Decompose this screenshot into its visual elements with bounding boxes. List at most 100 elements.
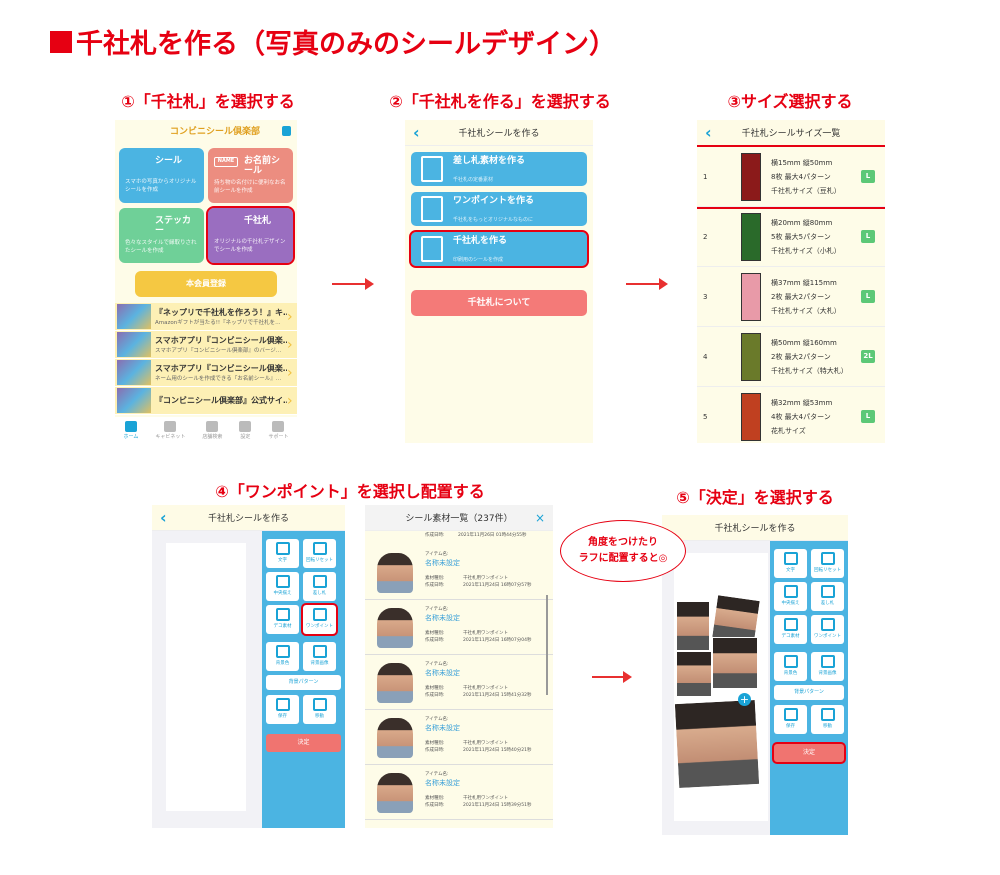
tab-support[interactable]: サポート (268, 420, 288, 440)
center-align-icon (275, 575, 290, 588)
tile-senjafuda[interactable]: 千社札オリジナルの千社札デザインでシールを作成 (206, 206, 295, 265)
tool-shapes-icon-button[interactable]: ワンポイント (811, 615, 844, 644)
paper-size-badge: L (861, 290, 875, 303)
header: 千社札シールを作る (662, 515, 848, 541)
photo-sticker (674, 698, 761, 790)
bg-pattern-button[interactable]: 背景パターン (774, 685, 844, 700)
tool-rotate-reset-icon-button[interactable]: 回転リセット (811, 549, 844, 578)
sashifuda-button[interactable]: 差し札素材を作る千社札の定番素材 (411, 152, 587, 186)
tile-sticker[interactable]: ステッカー色々なスタイルで縁取りされたシールを作成 (119, 208, 204, 263)
page-title: 千社札を作る（写真のみのシールデザイン） (50, 22, 616, 61)
step-1-label: ①「千社札」を選択する (121, 92, 295, 111)
close-icon[interactable]: × (534, 510, 545, 525)
image-icon (820, 655, 835, 668)
tool-save-icon-button[interactable]: 保存 (266, 695, 299, 724)
list-item[interactable]: アイテム名:名称未設定素材種別:千社札用ワンポイント作成日時:2021年11月2… (365, 545, 553, 600)
tab-cabinet[interactable]: キャビネット (155, 420, 185, 440)
account-icon[interactable] (282, 126, 291, 136)
header: ‹千社札シールを作る (405, 120, 593, 146)
tool-text-icon-button[interactable]: 文字 (774, 549, 807, 578)
help-icon (272, 420, 285, 432)
tool-move-icon-button[interactable]: 移動 (811, 705, 844, 734)
speech-bubble: 角度をつけたりラフに配置すると◎ (560, 520, 686, 582)
arrow-icon (592, 671, 632, 683)
save-icon (783, 708, 798, 721)
tool-bucket-icon-button[interactable]: 背景色 (774, 652, 807, 681)
back-icon[interactable]: ‹ (413, 123, 420, 142)
list-item[interactable]: アイテム名:名称未設定素材種別:千社札用ワンポイント作成日時:2021年11月2… (365, 710, 553, 765)
tool-shapes-icon-button[interactable]: ワンポイント (301, 603, 338, 636)
about-button[interactable]: 千社札について (411, 290, 587, 316)
header: ‹千社札シールを作る (152, 505, 345, 531)
list-item[interactable]: アイテム名:名称未設定素材種別:千社札用ワンポイント作成日時:2021年11月2… (365, 600, 553, 655)
bg-pattern-button[interactable]: 背景パターン (266, 675, 341, 690)
back-icon[interactable]: ‹ (160, 508, 167, 527)
tool-sashifuda-icon-button[interactable]: 差し札 (303, 572, 336, 601)
list-item[interactable]: アイテム名:名称未設定素材種別:千社札用ワンポイント作成日時:2021年11月2… (365, 765, 553, 820)
photo-sticker (676, 651, 712, 697)
tool-panel: 文字回転リセット中央揃え差し札デコ素材ワンポイント背景色背景画像背景パターン保存… (770, 541, 848, 835)
photo-thumbnail (377, 608, 413, 648)
paper-size-badge: 2L (861, 350, 875, 363)
tool-image-icon-button[interactable]: 背景画像 (811, 652, 844, 681)
tool-image-icon-button[interactable]: 背景画像 (303, 642, 336, 671)
news-item[interactable]: 『コンビニシール倶楽部』公式サイ…› (115, 387, 297, 415)
material-list-screen: シール素材一覧（237件）× 作成日時: 2021年11月26日 01時44分5… (365, 505, 553, 828)
add-handle-icon[interactable]: + (738, 693, 751, 706)
app-logo: コンビニシール倶楽部 (170, 127, 261, 137)
red-square-icon (50, 30, 72, 53)
news-item[interactable]: 『ネップリで千社札を作ろう！』キ…Amazonギフトが当たる!!『ネップリで千社… (115, 303, 297, 331)
photo-thumbnail (377, 773, 413, 813)
move-icon (312, 698, 327, 711)
tool-bucket-icon-button[interactable]: 背景色 (266, 642, 299, 671)
tile-seal[interactable]: シールスマホの写真からオリジナルシールを作成 (119, 148, 204, 203)
text-icon (783, 552, 798, 565)
scrollbar[interactable] (546, 595, 548, 695)
star-icon (275, 608, 290, 621)
news-item[interactable]: スマホアプリ『コンビニシール倶楽…ネーム用のシールを作成できる『お名前シール』…… (115, 359, 297, 387)
tool-text-icon-button[interactable]: 文字 (266, 539, 299, 568)
tab-home[interactable]: ホーム (124, 420, 138, 440)
menu-screen: ‹千社札シールを作る 差し札素材を作る千社札の定番素材 ワンポイントを作る千社札… (405, 120, 593, 443)
editor-screen: ‹千社札シールを作る 文字回転リセット中央揃え差し札デコ素材ワンポイント背景色背… (152, 505, 345, 828)
tool-star-icon-button[interactable]: デコ素材 (266, 605, 299, 634)
chevron-right-icon: › (287, 364, 293, 381)
tab-store[interactable]: 店舗検索 (202, 420, 222, 440)
back-icon[interactable]: ‹ (705, 123, 712, 142)
fuda-icon (421, 156, 443, 182)
make-senjafuda-button[interactable]: 千社札を作る印刷用のシールを作成 (409, 230, 589, 268)
news-item[interactable]: スマホアプリ『コンビニシール倶楽…スマホアプリ『コンビニシール倶楽部』のバージ…… (115, 331, 297, 359)
confirm-button[interactable]: 決定 (772, 742, 846, 764)
register-button[interactable]: 本会員登録 (135, 271, 277, 297)
shapes-icon (421, 196, 443, 222)
onepoint-button[interactable]: ワンポイントを作る千社札をもっとオリジナルなものに (411, 192, 587, 226)
tool-save-icon-button[interactable]: 保存 (774, 705, 807, 734)
sticker-canvas[interactable] (166, 543, 246, 811)
step-4-label: ④「ワンポイント」を選択し配置する (215, 482, 485, 501)
tool-star-icon-button[interactable]: デコ素材 (774, 615, 807, 644)
tab-settings[interactable]: 設定 (239, 420, 252, 440)
tool-sashifuda-icon-button[interactable]: 差し札 (811, 582, 844, 611)
image-icon (312, 645, 327, 658)
save-icon (275, 698, 290, 711)
list-item[interactable]: アイテム名:名称未設定素材種別:千社札用ワンポイント作成日時:2021年11月2… (365, 655, 553, 710)
tool-center-align-icon-button[interactable]: 中央揃え (266, 572, 299, 601)
bucket-icon (783, 655, 798, 668)
tool-center-align-icon-button[interactable]: 中央揃え (774, 582, 807, 611)
confirm-button[interactable]: 決定 (266, 734, 341, 752)
step-3-label: ③サイズ選択する (727, 92, 853, 111)
sticker-canvas[interactable]: + (674, 553, 768, 821)
tool-move-icon-button[interactable]: 移動 (303, 695, 336, 724)
tool-rotate-reset-icon-button[interactable]: 回転リセット (303, 539, 336, 568)
photo-sticker (712, 637, 758, 689)
tab-bar: ホーム キャビネット 店舗検索 設定 サポート (115, 417, 297, 443)
arrow-icon (332, 278, 374, 290)
tool-panel: 文字回転リセット中央揃え差し札デコ素材ワンポイント背景色背景画像背景パターン保存… (262, 531, 345, 828)
